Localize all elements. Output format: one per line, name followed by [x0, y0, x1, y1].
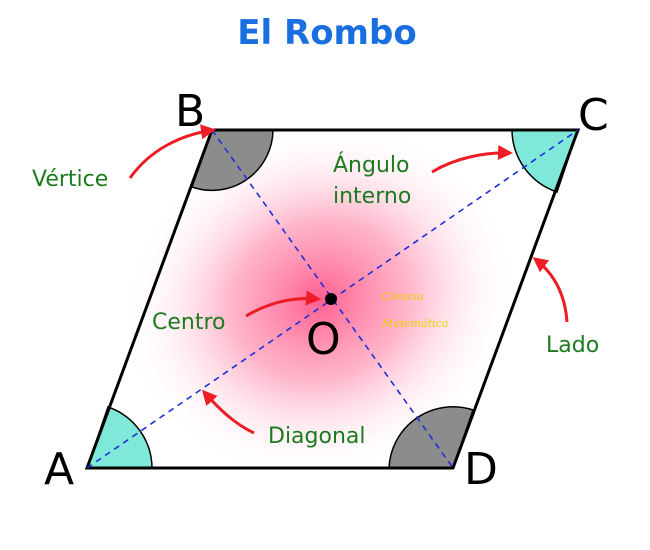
label-angulo-line2: interno	[333, 184, 411, 209]
watermark-line1: Ciencia	[382, 290, 424, 303]
label-centro: Centro	[152, 310, 226, 335]
arrow-angulo-interno	[431, 145, 513, 174]
diagram-title: El Rombo	[237, 13, 416, 53]
label-diagonal: Diagonal	[268, 424, 366, 449]
center-label: O	[306, 314, 341, 365]
center-point	[325, 293, 337, 305]
diagonal-bd	[211, 129, 454, 469]
vertex-label-b: B	[175, 86, 205, 137]
arrow-diagonal	[202, 389, 255, 435]
label-angulo-line1: Ángulo	[333, 152, 409, 178]
vertex-label-d: D	[464, 444, 498, 495]
vertex-label-a: A	[44, 444, 74, 495]
watermark-line2: Matemática	[381, 317, 448, 330]
vertex-label-c: C	[578, 90, 609, 141]
label-lado: Lado	[546, 333, 599, 358]
arrow-lado	[532, 257, 569, 323]
label-vertice: Vértice	[32, 167, 108, 192]
arrow-vertice	[128, 124, 216, 179]
arrow-centro	[245, 290, 321, 318]
